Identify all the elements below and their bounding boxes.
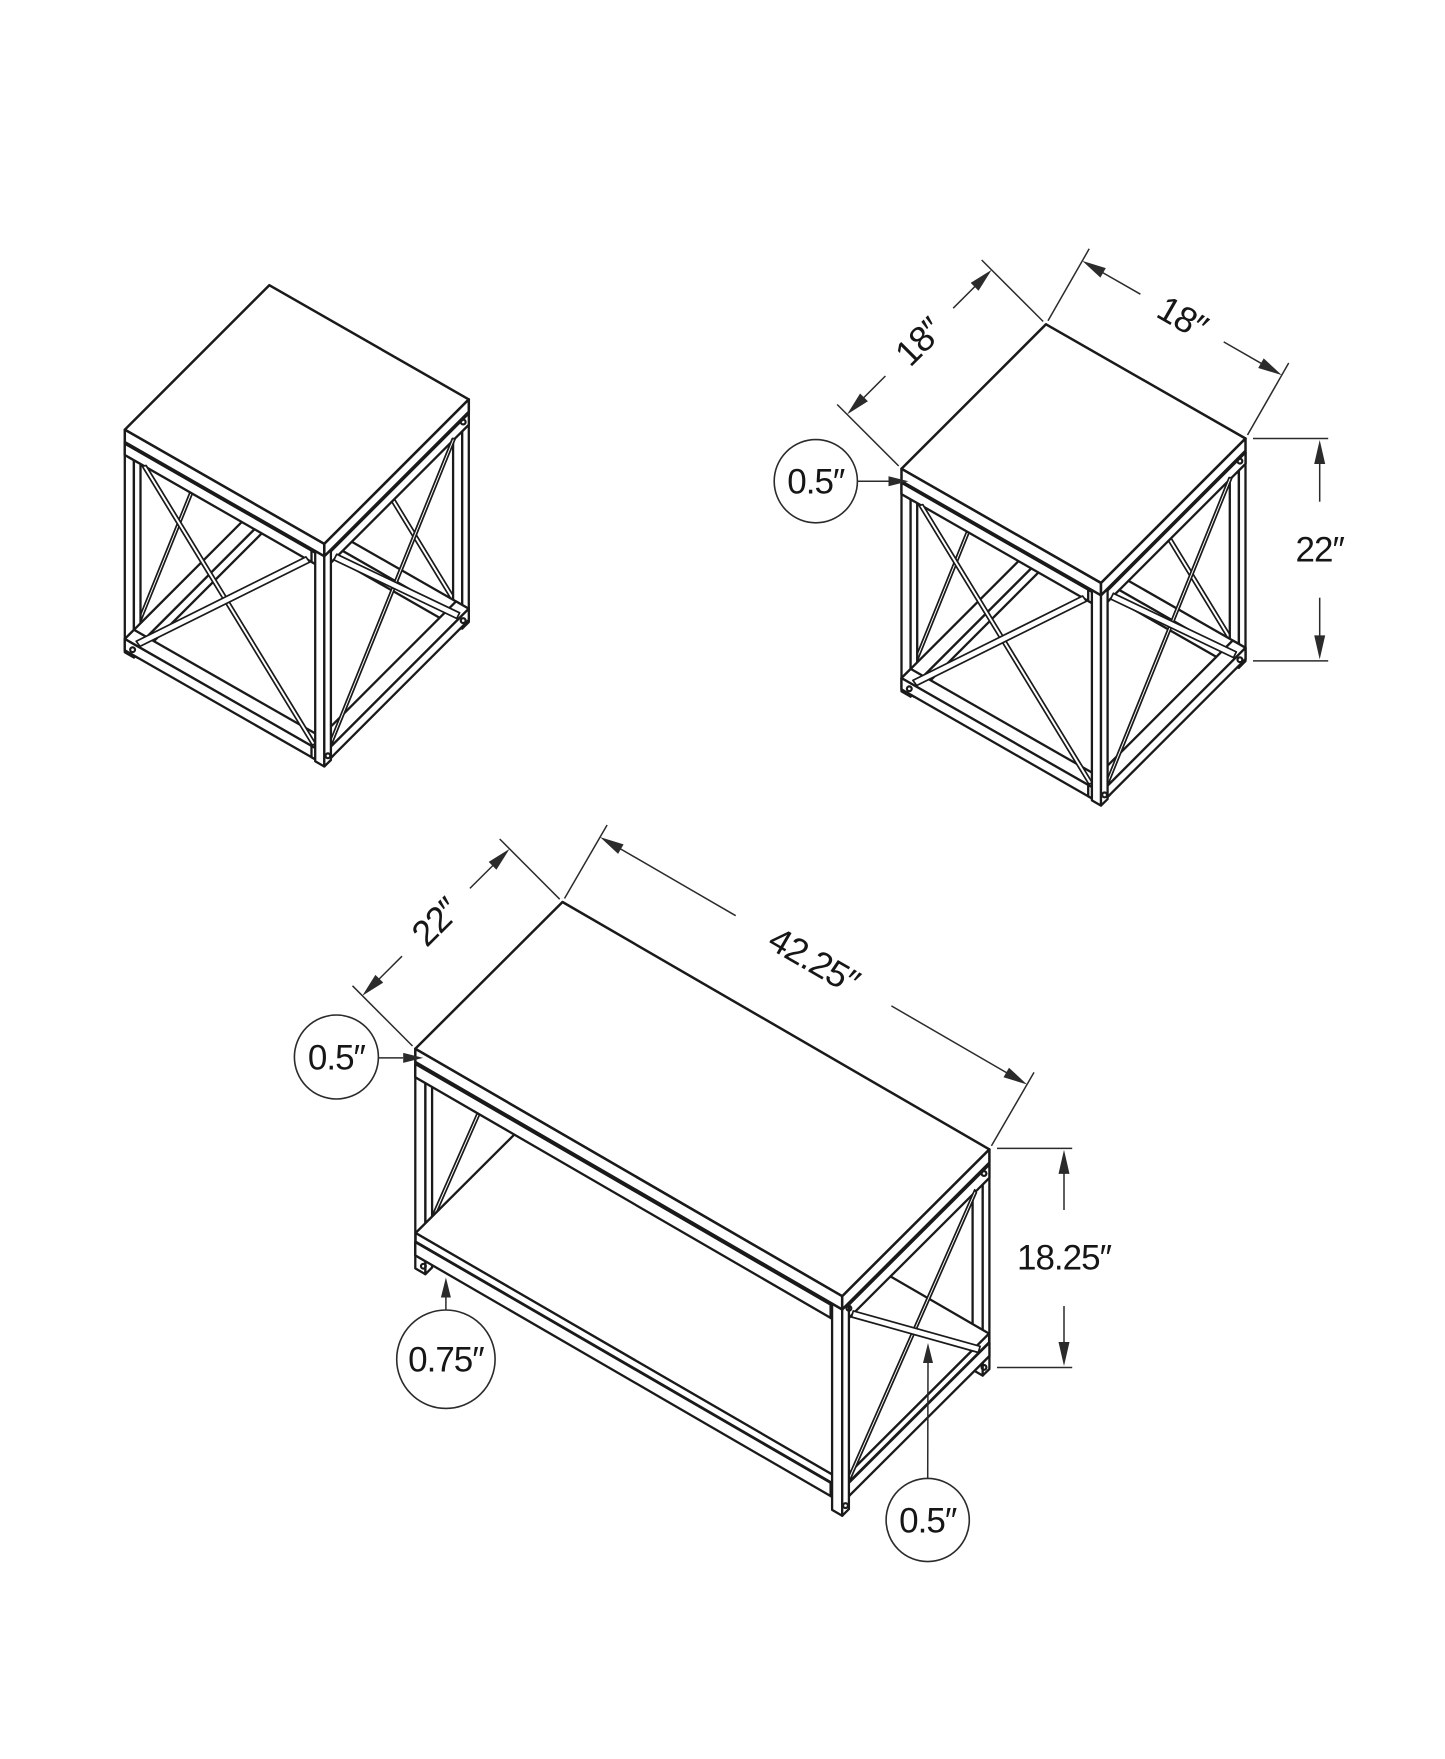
svg-text:0.5″: 0.5″ bbox=[308, 1038, 366, 1077]
svg-text:18.25″: 18.25″ bbox=[1017, 1239, 1112, 1278]
svg-text:0.5″: 0.5″ bbox=[787, 462, 845, 501]
svg-text:0.75″: 0.75″ bbox=[408, 1340, 484, 1379]
svg-text:0.5″: 0.5″ bbox=[899, 1501, 957, 1540]
svg-text:22″: 22″ bbox=[1296, 530, 1345, 569]
